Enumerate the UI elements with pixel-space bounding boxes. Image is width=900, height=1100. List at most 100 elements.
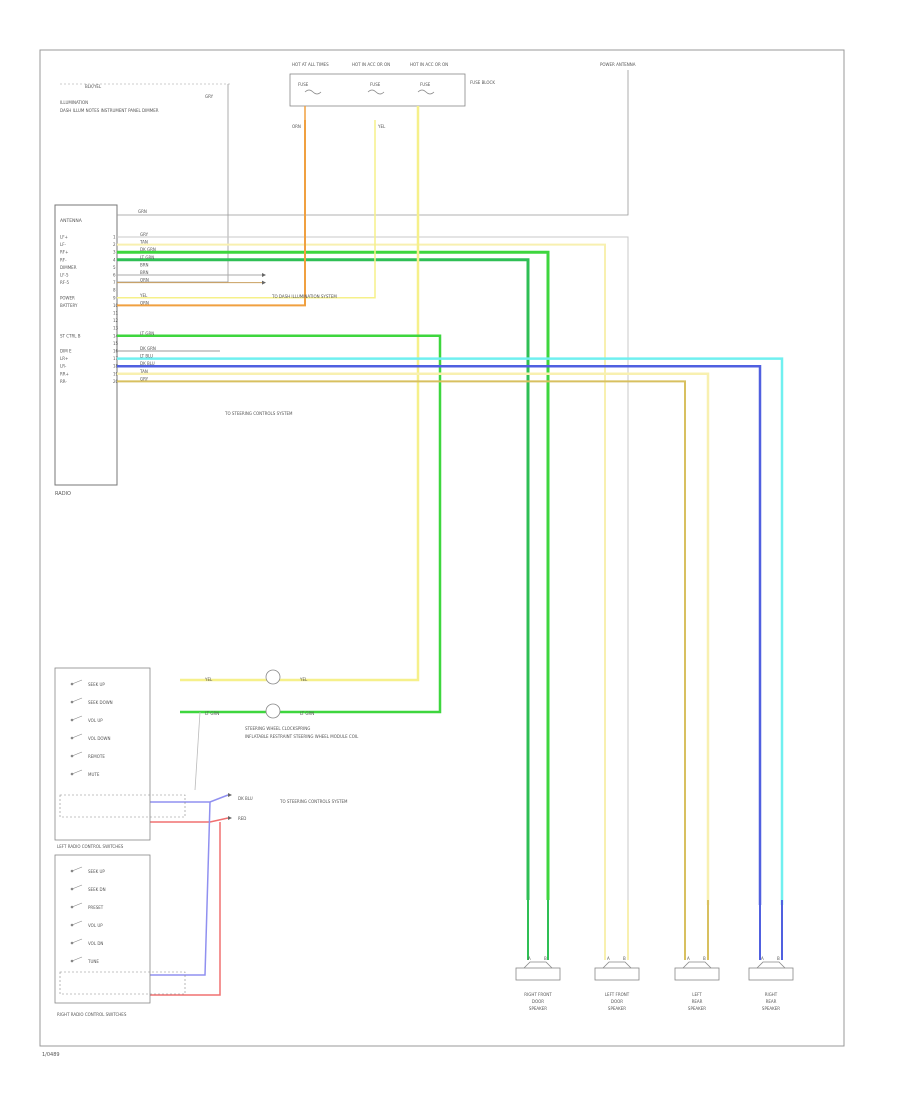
radio-pin-label: DIM E <box>60 349 72 354</box>
fuse-3-name: FUSE <box>420 82 431 87</box>
radio-pin-number: 19 <box>113 371 119 376</box>
radio-pin-label: RF- <box>60 257 67 262</box>
rf-neg-wire <box>117 258 530 900</box>
switch-blu-wire <box>150 794 229 803</box>
radio-pin-number: 5 <box>113 265 116 270</box>
radio-pin-number: 4 <box>113 257 116 262</box>
fuse-2-label: HOT IN ACC OR ON <box>352 62 390 67</box>
steering-ctrl-yel-wire <box>180 106 420 682</box>
antenna-label: POWER ANTENNA <box>600 62 636 67</box>
diagram-frame <box>39 49 845 1047</box>
radio-pin-label: ST CTRL B <box>60 333 81 338</box>
lf-neg-wire <box>117 243 606 900</box>
radio-pin-number: 17 <box>113 356 119 361</box>
speaker-icon <box>674 967 720 981</box>
left-switch-item-label: VOL DOWN <box>88 736 111 741</box>
speaker-name-label: SPEAKER <box>529 1006 547 1011</box>
right-switch-item-label: VOL UP <box>88 923 103 928</box>
wire-color-label: TAN <box>139 240 148 245</box>
right-switch-switch-arm <box>71 884 83 890</box>
arrow-icon <box>228 816 232 820</box>
right-switch-switch-arm <box>71 902 83 908</box>
speaker-pin-b: B <box>703 956 706 961</box>
left-switch-title: LEFT RADIO CONTROL SWITCHES <box>57 844 124 849</box>
steering-ctrl-grn-wire <box>117 334 442 714</box>
battery-wire-label: ORN <box>292 124 301 129</box>
clockspring-label: STEERING WHEEL CLOCKSPRING <box>245 726 310 731</box>
speaker-icon <box>594 967 640 981</box>
wire-color-label: LT GRN <box>140 331 154 336</box>
power-wire <box>117 120 376 299</box>
left-switch-switch-arm <box>71 679 83 685</box>
speaker-name-label: SPEAKER <box>688 1006 706 1011</box>
fuse-2-symbol <box>367 89 385 95</box>
switch-yel-label: YEL <box>204 677 213 682</box>
speaker-name-label: DOOR <box>611 999 623 1004</box>
left-switch-item-label: MUTE <box>88 772 100 777</box>
fuse-block <box>289 73 466 107</box>
antenna-wire <box>117 70 629 216</box>
radio-pin-number: 18 <box>113 364 119 369</box>
wire-color-label: DK GRN <box>140 346 156 351</box>
to-steering-label: TO STEERING CONTROLS SYSTEM <box>224 411 293 416</box>
speaker-pin-a: A <box>761 956 764 961</box>
dimmer-wire <box>117 84 229 283</box>
radio-pin-label: BATTERY <box>60 303 78 308</box>
illumination-sub: DASH ILLUM NOTES INSTRUMENT PANEL DIMMER <box>60 108 159 113</box>
speaker-pin-b: B <box>777 956 780 961</box>
speaker-pin-b: B <box>623 956 626 961</box>
to-steering-label-2: TO STEERING CONTROLS SYSTEM <box>279 799 348 804</box>
speaker-cone-icon <box>682 961 712 969</box>
clockspring-link-wire <box>194 711 201 791</box>
lr-neg-wire <box>117 380 686 905</box>
right-switch-switch-arm <box>71 920 83 926</box>
speaker-name-label: SPEAKER <box>608 1006 626 1011</box>
speaker-cone-icon <box>523 961 553 969</box>
radio-pin-number: 9 <box>113 295 116 300</box>
radio-pin-label: LF- <box>60 242 67 247</box>
left-switch-resistor-box <box>59 794 186 818</box>
wire-group <box>117 70 784 996</box>
antenna-wire-label: GRN <box>138 209 147 214</box>
right-switch-switch-arm <box>71 866 83 872</box>
fuse-3-symbol <box>417 89 435 95</box>
fuse-1-name: FUSE <box>298 82 309 87</box>
radio-pin-label: RR+ <box>60 371 69 376</box>
arrow-icon <box>262 273 266 277</box>
radio-pin-label: POWER <box>60 295 75 300</box>
speaker-name-label: LEFT FRONT <box>605 992 630 997</box>
speaker-pin-b: B <box>544 956 547 961</box>
right-switch-item-label: VOL DN <box>88 941 103 946</box>
radio-pin-number: 13 <box>113 326 119 331</box>
radio-pin-label: LR- <box>60 364 67 369</box>
illum-dimmer-wire: BLK/YEL <box>85 84 102 89</box>
rr-pos-wire <box>117 357 784 905</box>
right-switch-item-label: SEEK UP <box>88 869 105 874</box>
speaker-name-label: REAR <box>766 999 777 1004</box>
to-illumination-label: TO DASH ILLUMINATION SYSTEM <box>271 294 337 299</box>
wire-color-label: YEL <box>139 293 148 298</box>
wire-color-label: DK BLU <box>140 361 155 366</box>
radio-antenna-pin: ANTENNA <box>60 218 83 224</box>
radio-pin-number: 8 <box>113 288 116 293</box>
speaker-name-label: SPEAKER <box>762 1006 780 1011</box>
fuse-3-label: HOT IN ACC OR ON <box>410 62 448 67</box>
clockspring-sub: INFLATABLE RESTRAINT STEERING WHEEL MODU… <box>245 734 359 739</box>
power-wire-label: YEL <box>377 124 386 129</box>
fuse-block-label: FUSE BLOCK <box>470 80 495 85</box>
switch-yel-label-2: YEL <box>299 677 308 682</box>
right-switch-block <box>54 854 151 1004</box>
left-switch-switch-arm <box>71 733 83 739</box>
speaker-icon <box>748 967 794 981</box>
speaker-name-label: REAR <box>692 999 703 1004</box>
radio-pin-number: 14 <box>113 333 119 338</box>
speaker-pin-a: A <box>687 956 690 961</box>
lr-pos-wire <box>117 372 710 905</box>
illum-dimmer-wire2: GRY <box>205 94 214 99</box>
right-switch-title: RIGHT RADIO CONTROL SWITCHES <box>57 1012 127 1017</box>
right-switch-item-label: TUNE <box>87 959 99 964</box>
speaker-name-label: LEFT <box>692 992 702 997</box>
